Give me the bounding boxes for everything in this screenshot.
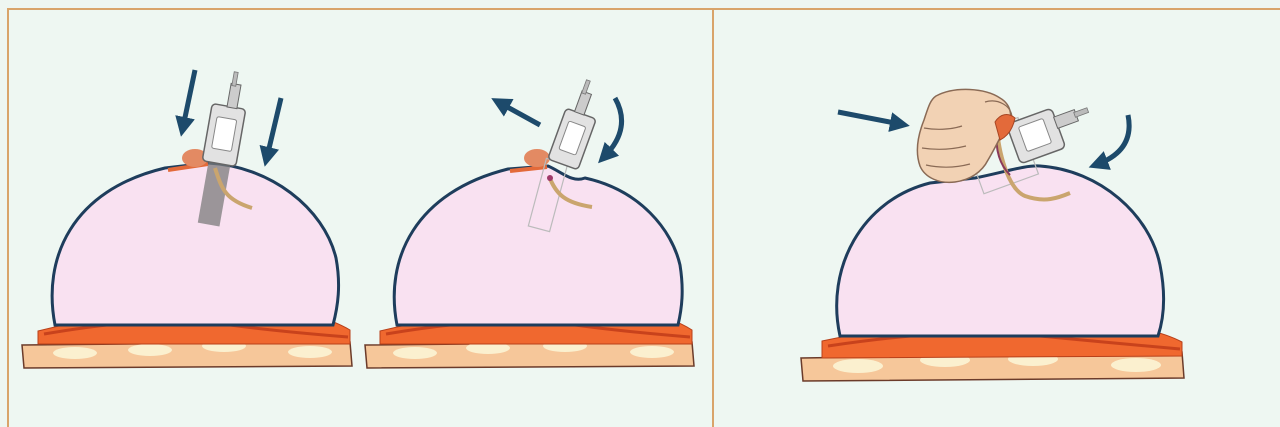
figure-finger-compression — [801, 89, 1184, 381]
rib-bone — [288, 346, 332, 358]
breast-mound — [52, 163, 338, 325]
arrow-down-icon — [267, 98, 281, 157]
arrow-right-icon — [838, 112, 900, 124]
rib-bone — [630, 346, 674, 358]
rib-bone — [53, 347, 97, 359]
figure-press-down — [22, 70, 352, 368]
rib-bone — [393, 347, 437, 359]
figure-release-up — [365, 80, 694, 368]
rib-bone — [833, 359, 883, 373]
curved-arrow-icon — [1098, 115, 1129, 164]
curved-arrow-icon — [605, 98, 622, 156]
rib-bone — [1111, 358, 1161, 372]
hand-icon — [917, 89, 1015, 182]
arrow-down-icon — [183, 70, 195, 127]
arrow-up-left-icon — [500, 103, 540, 125]
rib-bone — [128, 344, 172, 356]
breast-mound — [837, 166, 1164, 336]
